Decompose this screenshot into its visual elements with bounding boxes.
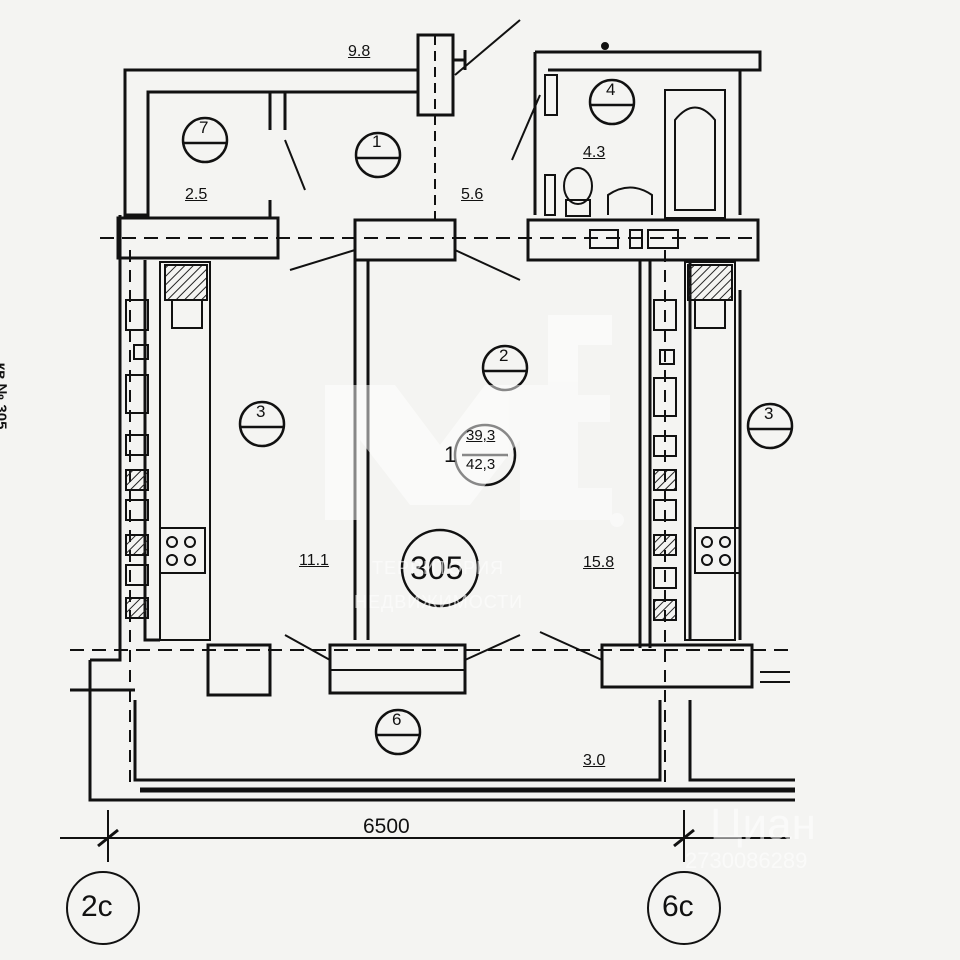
room-area-6: 3.0 bbox=[583, 752, 606, 769]
room-area-2: 15.8 bbox=[583, 554, 615, 571]
apartment-number: 305 bbox=[410, 550, 464, 586]
total-area: 42,3 bbox=[466, 456, 496, 473]
watermark-id: 2730086289 bbox=[685, 848, 808, 873]
room-number-2: 2 bbox=[499, 346, 509, 365]
room-number-3-neighbor: 3 bbox=[764, 404, 774, 423]
axis-label-left: 2с bbox=[81, 890, 113, 923]
dimension-value: 6500 bbox=[363, 815, 410, 838]
lower-wall-band bbox=[70, 250, 790, 790]
axis-marker-left bbox=[66, 871, 140, 945]
bathroom-fixtures bbox=[544, 42, 726, 219]
dimension-line bbox=[60, 810, 790, 945]
room-marker-4 bbox=[588, 78, 636, 126]
room-area-4: 4.3 bbox=[583, 144, 606, 161]
outer-walls bbox=[88, 33, 795, 802]
upper-wall-band bbox=[100, 216, 760, 262]
room-number-3: 3 bbox=[256, 402, 266, 421]
top-dimension: 9.8 bbox=[348, 43, 371, 60]
right-vent-column bbox=[653, 299, 677, 621]
watermark-line2: НЕДВИЖИМОСТИ bbox=[354, 592, 524, 612]
room-marker-7 bbox=[181, 116, 229, 164]
room-marker-6 bbox=[374, 708, 422, 756]
room-area-3: 11.1 bbox=[299, 552, 329, 569]
room-marker-3-neighbor bbox=[746, 402, 794, 450]
room-number-4: 4 bbox=[606, 80, 616, 99]
left-vent-column bbox=[125, 299, 149, 619]
room-marker-1 bbox=[354, 131, 402, 179]
axis-label-right: 6с bbox=[662, 890, 694, 923]
axis-marker-right bbox=[647, 871, 721, 945]
watermark-brand: Циан bbox=[710, 800, 816, 849]
rooms-count: 1 bbox=[444, 442, 457, 467]
side-note: …кв № 305 bbox=[0, 347, 10, 430]
watermark-line1: ТЕРРИТОРИЯ bbox=[372, 558, 505, 578]
room-area-1: 5.6 bbox=[461, 186, 484, 203]
apartment-number-circle bbox=[400, 528, 480, 608]
room-marker-3 bbox=[238, 400, 286, 448]
room-number-6: 6 bbox=[392, 710, 402, 729]
kitchen-fixtures bbox=[159, 261, 741, 641]
room-number-1: 1 bbox=[372, 132, 382, 151]
room-number-7: 7 bbox=[199, 118, 209, 137]
room-area-7: 2.5 bbox=[185, 186, 208, 203]
living-area: 39,3 bbox=[466, 427, 496, 444]
watermark-logo bbox=[325, 315, 624, 527]
